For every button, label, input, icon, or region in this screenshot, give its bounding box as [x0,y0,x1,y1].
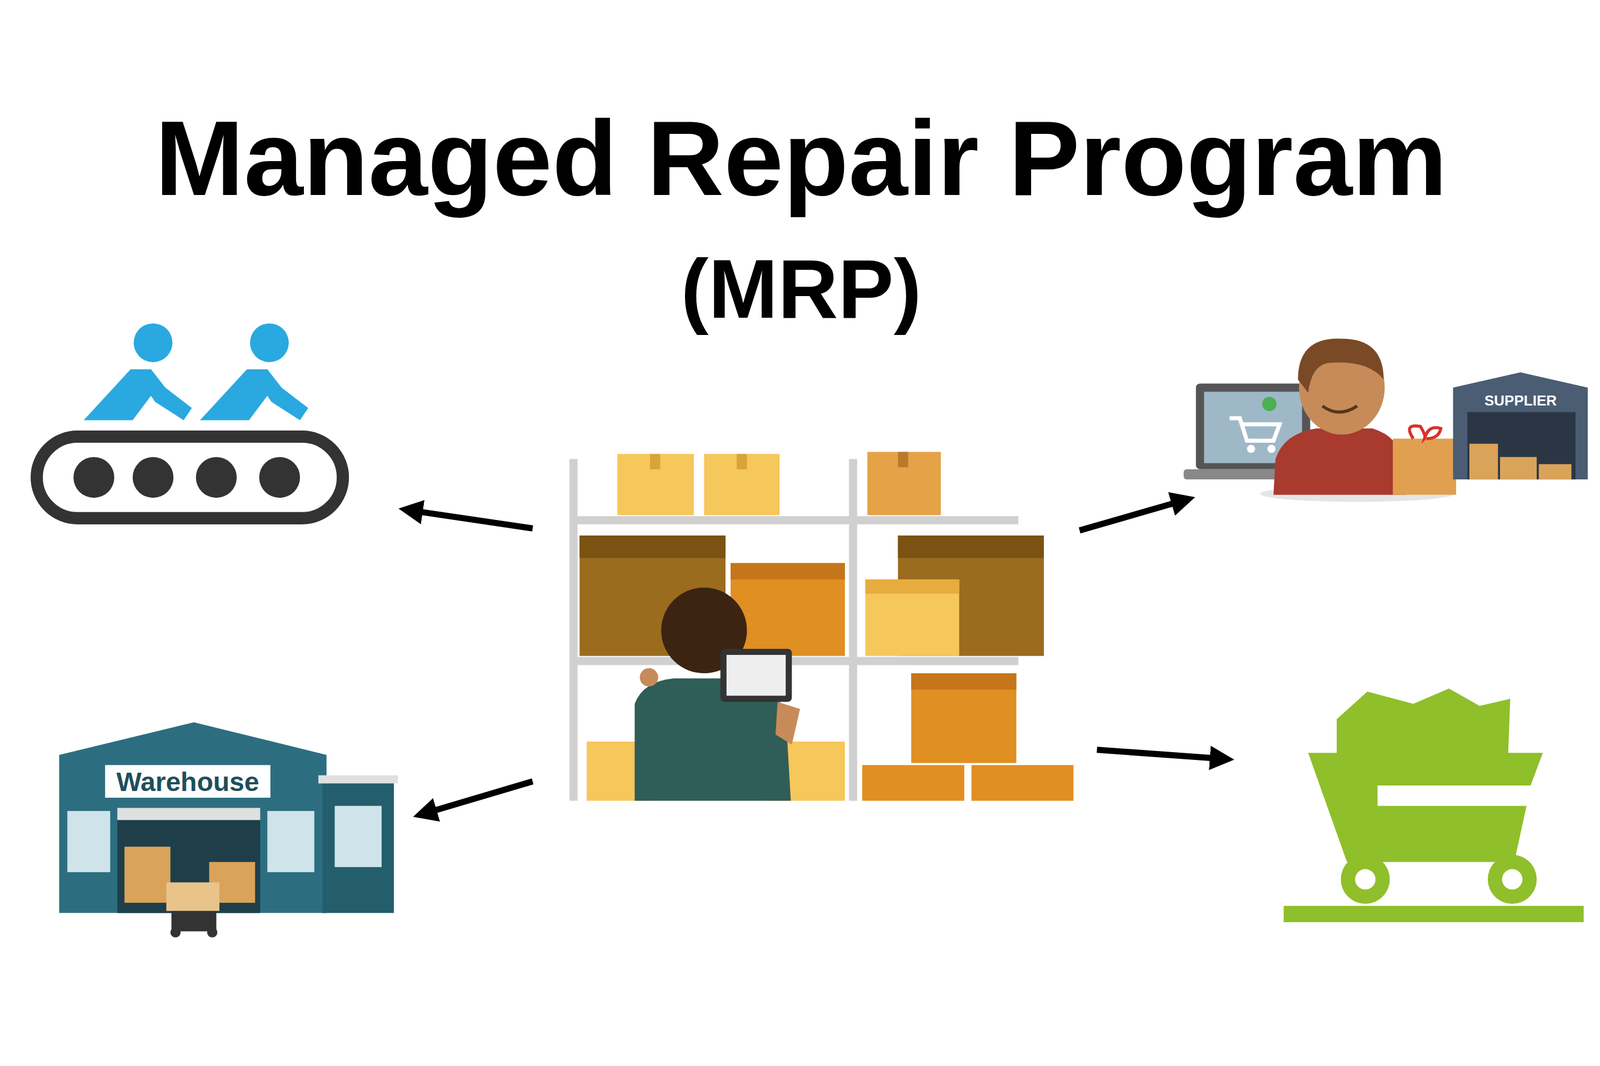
mine-cart-icon [1283,688,1584,923]
subtitle-abbreviation: (MRP) [680,243,922,335]
supplier-illustration [1183,338,1588,503]
stockroom-illustration [569,452,1074,802]
warehouse-building [59,722,399,938]
flow-arrows [408,500,1225,815]
title: Managed Repair Program [155,105,1448,212]
supplier-sign: SUPPLIER [1484,392,1557,409]
warehouse-sign: Warehouse [116,767,260,798]
conveyor-icon [36,323,343,519]
